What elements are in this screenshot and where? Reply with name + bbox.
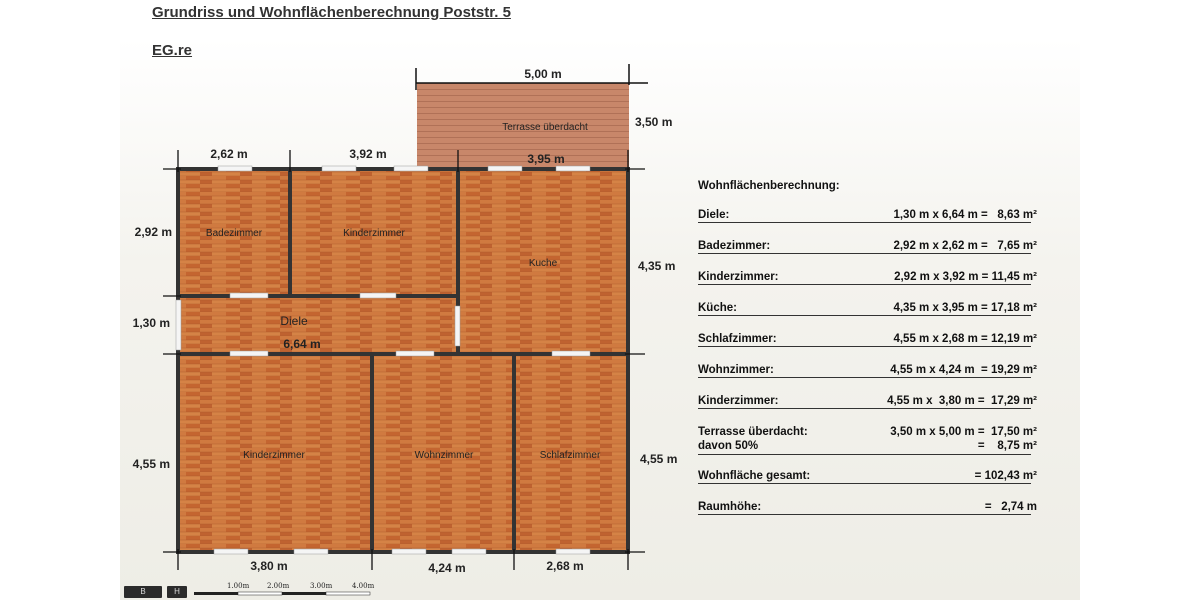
room-badezimmer: Badezimmer [206, 228, 263, 239]
calc-value: 3,50 m x 5,00 m = 17,50 m² [890, 426, 1037, 438]
scale-label: 2.00m [267, 582, 290, 590]
calc-value: 4,55 m x 3,80 m = 17,29 m² [887, 395, 1037, 407]
calc-label: Kinderzimmer: [698, 271, 779, 283]
calc-label-sub: davon 50% [698, 440, 759, 452]
dim-left-3: 4,55 m [133, 457, 170, 471]
calc-value: 4,55 m x 4,24 m = 19,29 m² [890, 364, 1037, 376]
calc-row-wohnzimmer: Wohnzimmer: 4,55 m x 4,24 m = 19,29 m² [698, 363, 1043, 394]
terrace-area [417, 83, 629, 167]
floor-kuche [458, 169, 628, 354]
floor-label: EG.re [152, 42, 193, 59]
calc-underline [698, 377, 1031, 378]
dim-top-2: 3,92 m [349, 147, 386, 161]
dim-diele-length: 6,64 m [283, 337, 320, 351]
room-wohnzimmer: Wohnzimmer [415, 450, 474, 461]
room-kinderzimmer-bottom: Kinderzimmer [243, 450, 305, 461]
calc-value: 4,35 m x 3,95 m = 17,18 m² [893, 302, 1037, 314]
calc-underline [698, 315, 1031, 316]
calc-underline [698, 454, 1031, 455]
view-mode-button[interactable]: B [124, 586, 162, 598]
floor-schlafzimmer [514, 354, 628, 552]
dim-bottom-1: 3,80 m [250, 559, 287, 573]
dimension-lines [163, 150, 645, 570]
calc-label: Schlafzimmer: [698, 333, 777, 345]
calc-row-terrasse: Terrasse überdacht: 3,50 m x 5,00 m = 17… [698, 425, 1043, 469]
calc-row-schlafzimmer: Schlafzimmer: 4,55 m x 2,68 m = 12,19 m² [698, 332, 1043, 363]
calc-value: 2,92 m x 3,92 m = 11,45 m² [894, 271, 1037, 283]
calc-value: = 2,74 m [984, 501, 1037, 513]
window-openings [175, 165, 591, 555]
calc-row-badezimmer: Badezimmer: 2,92 m x 2,62 m = 7,65 m² [698, 239, 1043, 270]
calc-label: Küche: [698, 302, 737, 314]
scale-label: 3.00m [310, 582, 333, 590]
calc-label: Kinderzimmer: [698, 395, 779, 407]
calc-underline [698, 346, 1031, 347]
room-kuche: Kuche [529, 258, 558, 269]
calc-heading: Wohnflächenberechnung: [698, 180, 840, 192]
floor-kinderzimmer-bottom [178, 354, 372, 552]
calc-value: 4,55 m x 2,68 m = 12,19 m² [893, 333, 1037, 345]
floor-badezimmer [178, 169, 290, 296]
dim-bottom-3: 2,68 m [546, 559, 583, 573]
calc-label: Raumhöhe: [698, 501, 762, 513]
area-calculation: Wohnflächenberechnung: Diele: 1,30 m x 6… [698, 180, 1043, 531]
calc-row-total: Wohnfläche gesamt: = 102,43 m² [698, 469, 1043, 500]
floor-wohnzimmer [372, 354, 514, 552]
calc-value: 2,92 m x 2,62 m = 7,65 m² [893, 240, 1037, 252]
scale-label: 1.00m [227, 582, 250, 590]
floor-kinderzimmer-top [290, 169, 458, 296]
calc-value: = 102,43 m² [974, 470, 1037, 482]
dim-bottom-2: 4,24 m [428, 561, 465, 575]
room-terrasse: Terrasse überdacht [502, 122, 588, 133]
dim-right-1: 4,35 m [638, 259, 675, 273]
dim-top-3: 3,95 m [527, 152, 564, 166]
calc-underline [698, 483, 1031, 484]
dim-terrasse-depth: 3,50 m [635, 115, 672, 129]
calc-row-kinderzimmer-1: Kinderzimmer: 2,92 m x 3,92 m = 11,45 m² [698, 270, 1043, 301]
calc-label: Wohnfläche gesamt: [698, 470, 811, 482]
room-kinderzimmer-top: Kinderzimmer [343, 228, 405, 239]
dim-right-2: 4,55 m [640, 452, 677, 466]
calc-underline [698, 222, 1031, 223]
calc-label: Terrasse überdacht: [698, 426, 808, 438]
calc-underline [698, 253, 1031, 254]
home-button[interactable]: H [167, 586, 187, 598]
calc-row-kinderzimmer-2: Kinderzimmer: 4,55 m x 3,80 m = 17,29 m² [698, 394, 1043, 425]
calc-underline [698, 408, 1031, 409]
scale-label: 4.00m [352, 582, 375, 590]
dim-top-1: 2,62 m [210, 147, 247, 161]
dim-left-1: 2,92 m [135, 225, 172, 239]
calc-underline [698, 284, 1031, 285]
calc-row-raumhoehe: Raumhöhe: = 2,74 m [698, 500, 1043, 531]
calc-label: Diele: [698, 209, 730, 221]
calc-label: Badezimmer: [698, 240, 771, 252]
room-diele: Diele [280, 314, 308, 328]
dim-left-2: 1,30 m [133, 316, 170, 330]
page-title: Grundriss und Wohnflächenberechnung Post… [152, 4, 511, 21]
calc-value: 1,30 m x 6,64 m = 8,63 m² [893, 209, 1037, 221]
calc-value-sub: = 8,75 m² [977, 440, 1037, 452]
calc-label: Wohnzimmer: [698, 364, 774, 376]
floor-diele [178, 296, 458, 354]
calc-underline [698, 514, 1031, 515]
calc-row-kuche: Küche: 4,35 m x 3,95 m = 17,18 m² [698, 301, 1043, 332]
room-schlafzimmer: Schlafzimmer [540, 450, 601, 461]
calc-row-diele: Diele: 1,30 m x 6,64 m = 8,63 m² [698, 208, 1043, 239]
dim-terrasse-width: 5,00 m [524, 67, 561, 81]
